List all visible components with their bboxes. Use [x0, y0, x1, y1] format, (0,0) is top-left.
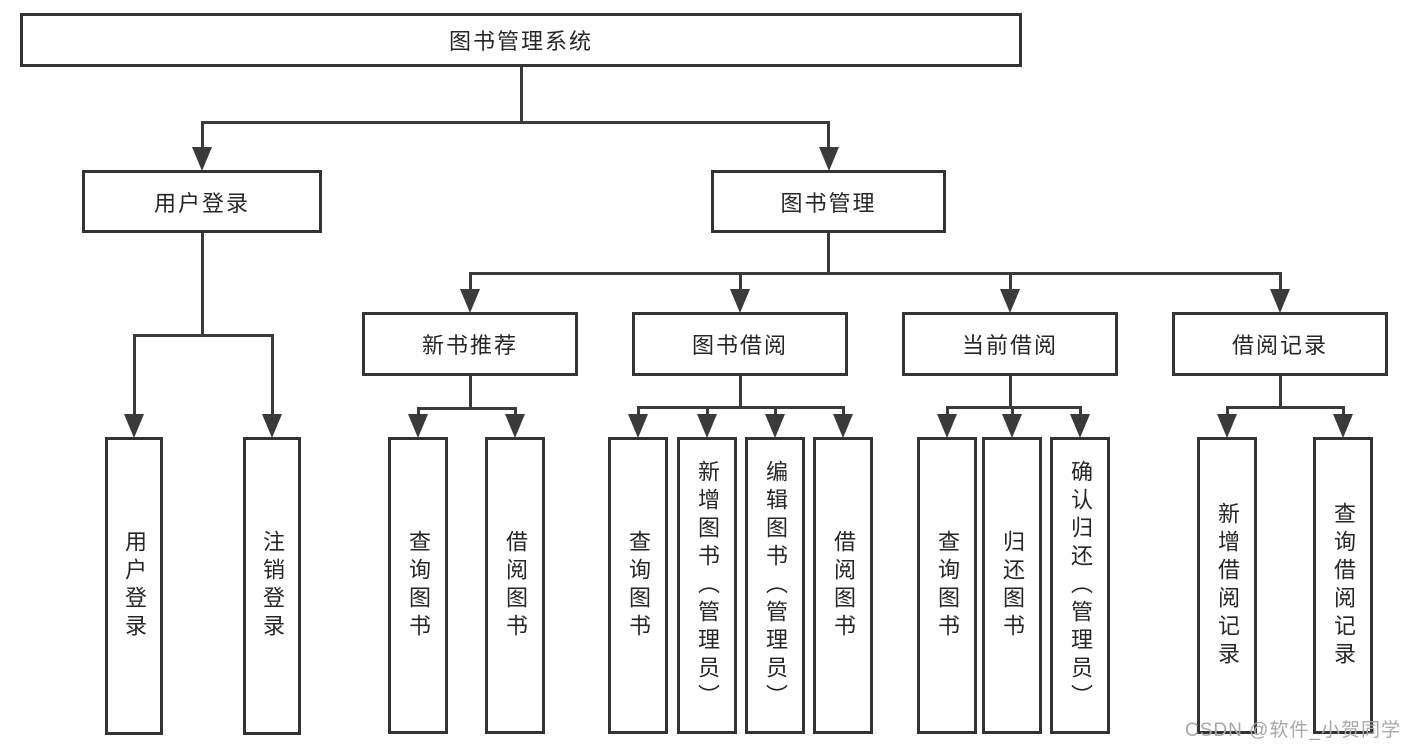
arrowhead-down-icon: [408, 414, 428, 438]
node-label-bb-edit-books: 编辑图书（管理员）: [763, 459, 788, 712]
node-label-br-query-record: 查询借阅记录: [1331, 501, 1356, 670]
node-new-book-recommend: 新书推荐: [362, 312, 578, 376]
connector-vline: [827, 233, 830, 273]
connector-vline: [705, 407, 709, 417]
arrowhead-down-icon: [262, 414, 282, 438]
node-borrowing-records: 借阅记录: [1172, 312, 1388, 376]
node-label-nb-query-books: 查询图书: [406, 529, 431, 642]
connector-hline: [416, 406, 517, 410]
watermark: CSDN @软件_小贺同学: [1185, 720, 1401, 741]
connector-vline: [1341, 407, 1345, 417]
node-nb-borrow-books: 借阅图书: [485, 437, 545, 734]
arrowhead-down-icon: [1270, 289, 1290, 313]
node-root: 图书管理系统: [20, 13, 1022, 67]
connector-vline: [841, 407, 845, 417]
connector-vline: [1278, 376, 1282, 407]
connector-vline: [200, 233, 204, 335]
arrowhead-down-icon: [833, 414, 853, 438]
connector-vline: [1008, 273, 1012, 292]
node-label-bb-query-books: 查询图书: [626, 529, 651, 642]
connector-hline: [132, 333, 274, 337]
node-label-borrowing-records: 借阅记录: [1231, 333, 1328, 358]
arrowhead-down-icon: [1070, 414, 1090, 438]
node-nb-query-books: 查询图书: [388, 437, 448, 734]
node-label-current-borrowing: 当前借阅: [961, 333, 1058, 358]
node-label-br-add-record: 新增借阅记录: [1215, 501, 1240, 670]
connector-vline: [468, 376, 472, 408]
node-bb-borrow-books: 借阅图书: [813, 437, 873, 734]
node-label-logout: 注销登录: [260, 530, 285, 642]
node-label-bb-add-books: 新增图书（管理员）: [695, 459, 720, 712]
node-logout: 注销登录: [243, 437, 301, 735]
connector-hline: [200, 120, 830, 124]
connector-vline: [1225, 407, 1229, 417]
connector-vline: [827, 122, 830, 150]
connector-hline: [1225, 405, 1345, 409]
node-label-nb-borrow-books: 借阅图书: [503, 529, 528, 642]
connector-vline: [738, 376, 742, 407]
node-label-root: 图书管理系统: [448, 29, 593, 54]
connector-vline: [636, 407, 640, 417]
arrowhead-down-icon: [697, 414, 717, 438]
node-cb-query-books: 查询图书: [917, 437, 977, 734]
node-cb-confirm-return: 确认归还（管理员）: [1050, 437, 1110, 734]
connector-vline: [519, 67, 523, 122]
arrowhead-down-icon: [124, 414, 144, 438]
node-book-management: 图书管理: [711, 170, 946, 233]
connector-vline: [513, 408, 517, 417]
arrowhead-down-icon: [1000, 289, 1020, 313]
node-bb-add-books: 新增图书（管理员）: [677, 437, 737, 734]
node-label-bb-borrow-books: 借阅图书: [831, 529, 856, 642]
connector-vline: [1008, 376, 1012, 407]
arrowhead-down-icon: [628, 414, 648, 438]
node-label-cb-query-books: 查询图书: [935, 529, 960, 642]
connector-hline: [468, 271, 1282, 275]
node-label-cb-return-books: 归还图书: [1000, 529, 1025, 642]
arrowhead-down-icon: [1217, 414, 1237, 438]
connector-vline: [416, 408, 420, 417]
node-bb-edit-books: 编辑图书（管理员）: [745, 437, 805, 734]
arrowhead-down-icon: [192, 147, 212, 171]
node-user-login: 用户登录: [82, 170, 322, 233]
arrowhead-down-icon: [1002, 414, 1022, 438]
arrowhead-down-icon: [937, 414, 957, 438]
connector-vline: [270, 335, 274, 417]
node-bb-query-books: 查询图书: [608, 437, 668, 734]
node-label-user-login: 用户登录: [153, 190, 250, 216]
arrowhead-down-icon: [765, 414, 785, 438]
node-login: 用户登录: [105, 437, 163, 735]
connector-vline: [468, 273, 472, 292]
node-book-borrowing: 图书借阅: [632, 312, 848, 376]
connector-hline: [636, 405, 845, 409]
node-label-book-borrowing: 图书借阅: [691, 333, 788, 358]
connector-vline: [1010, 407, 1014, 417]
connector-hline: [945, 405, 1082, 409]
connector-vline: [200, 122, 204, 150]
node-br-query-record: 查询借阅记录: [1313, 437, 1373, 734]
node-current-borrowing: 当前借阅: [902, 312, 1118, 376]
node-label-new-book-recommend: 新书推荐: [421, 333, 518, 358]
node-label-book-management: 图书管理: [780, 190, 877, 216]
arrowhead-down-icon: [505, 414, 525, 438]
node-label-login: 用户登录: [122, 530, 147, 642]
connector-vline: [773, 407, 777, 417]
arrowhead-down-icon: [730, 289, 750, 313]
node-label-cb-confirm-return: 确认归还（管理员）: [1068, 459, 1093, 712]
connector-vline: [1078, 407, 1082, 417]
arrowhead-down-icon: [1333, 414, 1353, 438]
arrowhead-down-icon: [460, 289, 480, 313]
connector-vline: [738, 273, 742, 292]
connector-vline: [945, 407, 949, 417]
connector-vline: [1278, 273, 1282, 292]
node-cb-return-books: 归还图书: [982, 437, 1042, 734]
arrowhead-down-icon: [818, 147, 839, 171]
connector-vline: [132, 335, 136, 417]
node-br-add-record: 新增借阅记录: [1197, 437, 1257, 734]
